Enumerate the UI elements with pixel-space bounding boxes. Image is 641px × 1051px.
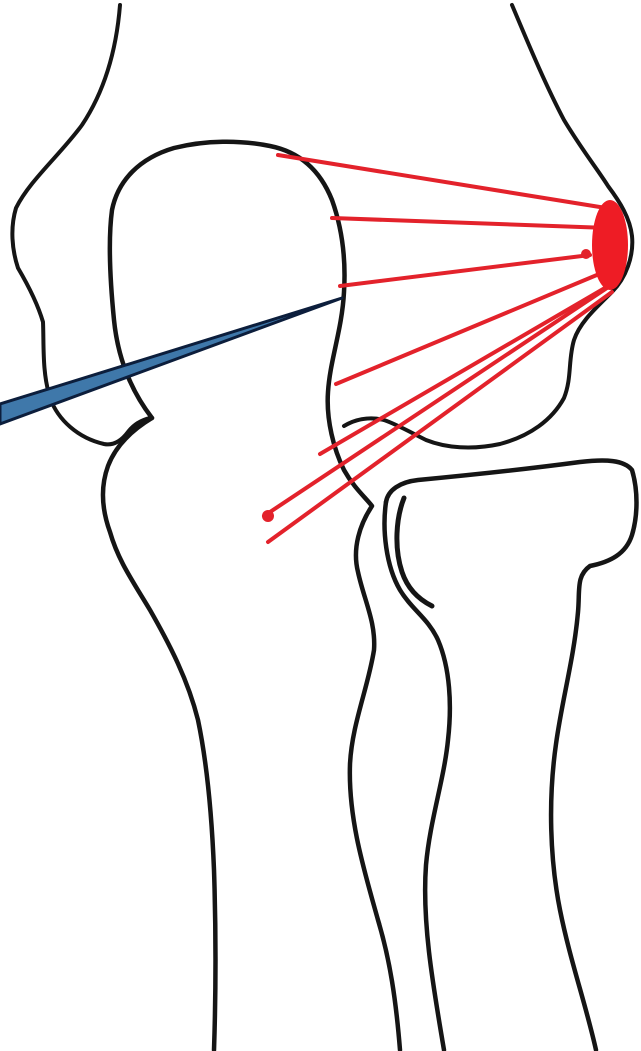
radius-bone-left-shaft xyxy=(103,418,216,1050)
ligament-small-dot xyxy=(581,249,591,259)
pointer-group xyxy=(0,298,342,424)
ligament-fiber-1 xyxy=(278,155,606,208)
ligament-fiber-3 xyxy=(340,255,590,286)
ligament-fiber-2 xyxy=(332,218,608,228)
ligament-insertion-dot xyxy=(262,510,274,522)
pointer-arrow xyxy=(0,298,342,424)
ligament-fiber-5 xyxy=(320,285,610,454)
ligament-fiber-7 xyxy=(268,292,612,542)
radius-bone-outline xyxy=(110,142,400,1050)
ulna-bone-outline xyxy=(386,461,637,1050)
ligament-fiber-6 xyxy=(264,286,610,516)
ligament-origin-blob xyxy=(592,200,628,290)
ulna-bone-left-shaft xyxy=(385,502,450,1050)
